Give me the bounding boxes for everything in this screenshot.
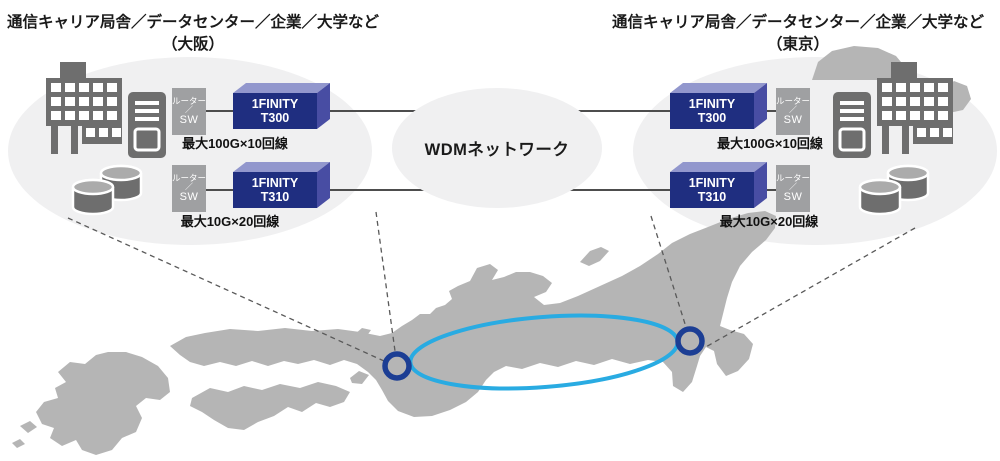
link-loop [408, 313, 680, 391]
device-model: T300 [697, 111, 727, 125]
device-brand: 1FINITY [251, 176, 299, 190]
small-island-2 [12, 439, 25, 448]
router-slash: ／ [789, 182, 797, 192]
router-label: ルーター [172, 95, 207, 106]
device-model: T310 [697, 190, 727, 204]
site-location-text: （東京） [766, 36, 829, 53]
osaka-callout-line-right [375, 211, 396, 352]
tokyo-callout-line-right [703, 227, 916, 349]
router-sw-box: ルーター ／ SW [776, 165, 810, 212]
site-location-text: （大阪） [161, 36, 224, 53]
t310-capacity-label: 最大10G×20回線 [719, 214, 819, 229]
device-brand: 1FINITY [688, 176, 736, 190]
site-title-text: 通信キャリア局舎／データセンター／企業／大学など [611, 14, 984, 31]
t310-capacity-label: 最大10G×20回線 [180, 214, 280, 229]
wdm-network-label: WDMネットワーク [424, 141, 570, 159]
router-sw-box: ルーター ／ SW [776, 88, 810, 135]
router-sw-box: ルーター ／ SW [172, 88, 206, 135]
device-model: T310 [260, 190, 290, 204]
honshu-landmass [170, 211, 776, 417]
device-brand: 1FINITY [251, 97, 299, 111]
sw-label: SW [783, 191, 803, 204]
wdm-network-cloud: WDMネットワーク [392, 88, 602, 208]
device-model: T300 [260, 111, 290, 125]
kyushu-landmass [36, 352, 170, 455]
tokyo-marker [675, 326, 705, 356]
small-island-1 [20, 421, 37, 433]
sado-island [580, 247, 609, 266]
router-sw-box: ルーター ／ SW [172, 165, 206, 212]
hokkaido-landmass [812, 46, 908, 80]
router-slash: ／ [185, 182, 193, 192]
sw-label: SW [179, 191, 199, 204]
osaka-callout-line-left [67, 217, 385, 362]
awaji-island [350, 371, 369, 384]
osaka-marker [382, 351, 412, 381]
shikoku-landmass [190, 382, 350, 430]
router-label: ルーター [172, 172, 207, 183]
oki-island [355, 328, 371, 338]
sw-label: SW [179, 114, 199, 127]
tokyo-callout-line-left [650, 215, 687, 328]
router-label: ルーター [776, 172, 811, 183]
sw-label: SW [783, 114, 803, 127]
router-label: ルーター [776, 95, 811, 106]
t300-capacity-label: 最大100G×10回線 [717, 136, 823, 151]
osaka-site-title: 通信キャリア局舎／データセンター／企業／大学など （大阪） [0, 12, 386, 56]
tokyo-site-title: 通信キャリア局舎／データセンター／企業／大学など （東京） [608, 12, 988, 56]
t300-capacity-label: 最大100G×10回線 [182, 136, 288, 151]
router-slash: ／ [789, 105, 797, 115]
site-title-text: 通信キャリア局舎／データセンター／企業／大学など [6, 14, 379, 31]
device-brand: 1FINITY [688, 97, 736, 111]
router-slash: ／ [185, 105, 193, 115]
